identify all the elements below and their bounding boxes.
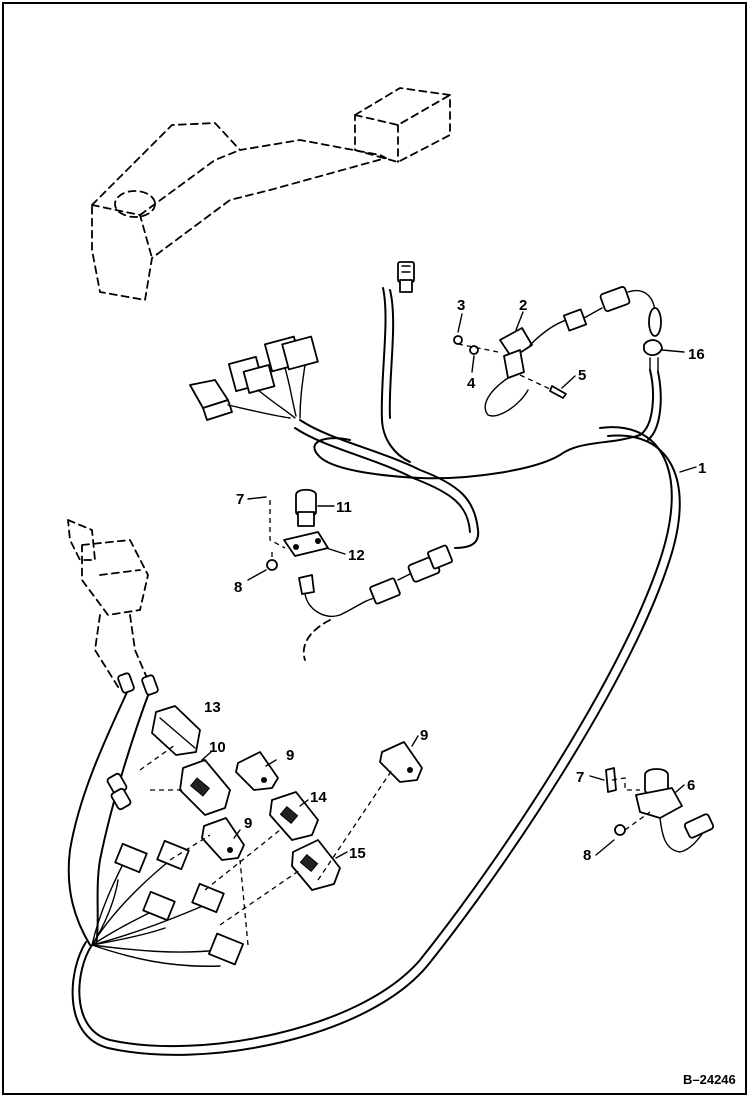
callout-9-middle: 9	[286, 747, 294, 764]
switch-assembly	[453, 317, 576, 417]
rocker-switch-14	[269, 791, 319, 841]
callout-5: 5	[578, 367, 586, 384]
key-switch-6	[605, 767, 715, 853]
main-harness-cable	[71, 369, 681, 1056]
callout-4: 4	[467, 375, 476, 392]
callout-7-lower: 7	[576, 769, 584, 786]
callout-7-upper: 7	[236, 491, 244, 508]
callout-8-upper: 8	[234, 579, 242, 596]
switch-11-with-plate	[266, 488, 376, 617]
callout-3: 3	[457, 297, 465, 314]
callout-labels: 1 2 3 4 5 6 7 7 8 8 9 9 9 10 11 12 13 14…	[204, 297, 706, 864]
inline-plug-16-connector	[562, 286, 663, 373]
callout-8-lower: 8	[583, 847, 591, 864]
upper-branch-cable	[294, 287, 480, 549]
joystick-lead-wires	[67, 672, 159, 946]
callout-11: 11	[336, 499, 352, 516]
blank-plug-9a	[235, 751, 279, 791]
switch-connector-plugs	[114, 839, 245, 966]
inline-connectors-12	[369, 544, 453, 605]
callout-1: 1	[698, 460, 706, 477]
blank-plug-9b	[201, 817, 245, 861]
rocker-switch-13	[151, 705, 201, 756]
callout-9-right: 9	[420, 727, 428, 744]
assembly-lead-lines	[139, 744, 393, 946]
callout-15: 15	[349, 845, 366, 862]
callout-10: 10	[209, 739, 226, 756]
callout-12: 12	[348, 547, 365, 564]
multi-plug-connectors	[189, 335, 319, 421]
top-plug-connector	[397, 261, 415, 293]
rocker-switch-15	[291, 839, 341, 891]
console-phantom-outline	[91, 87, 451, 301]
phantom-cable-break	[302, 619, 331, 661]
callout-16: 16	[688, 346, 705, 363]
callout-14: 14	[310, 789, 327, 806]
callout-9-left: 9	[244, 815, 252, 832]
joystick-phantom	[67, 519, 151, 691]
callout-6: 6	[687, 777, 695, 794]
callout-13: 13	[204, 699, 221, 716]
callout-leaders	[201, 311, 697, 859]
blank-plug-9c	[379, 741, 423, 783]
callout-2: 2	[519, 297, 527, 314]
figure-id: B–24246	[683, 1072, 736, 1087]
rocker-switch-10	[179, 759, 231, 816]
